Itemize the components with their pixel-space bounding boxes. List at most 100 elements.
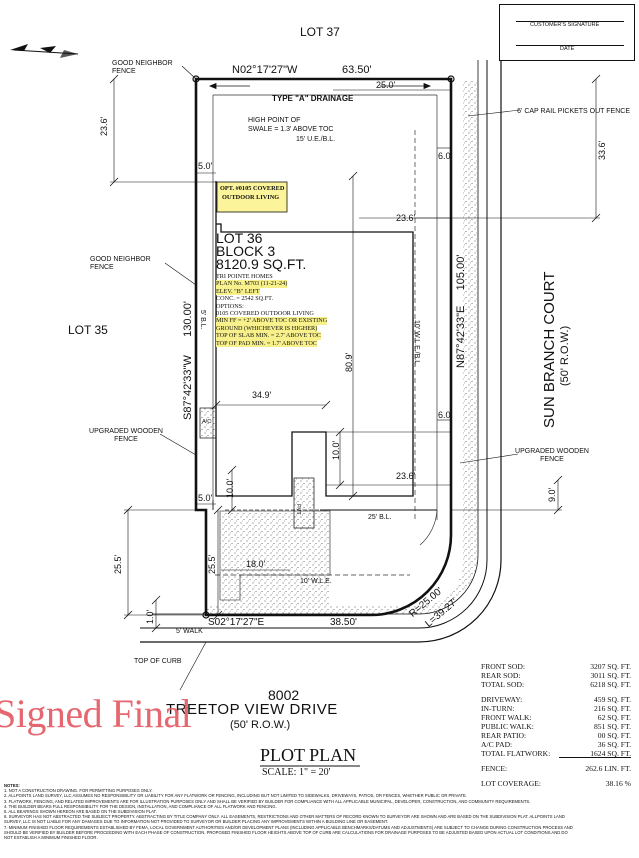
stat-row: DRIVEWAY: 459 SQ. FT.: [481, 695, 631, 704]
leader-lines: [159, 65, 521, 691]
fences: [212, 500, 437, 511]
lot-info-line: TOP OF PAD MIN. = 1.7' ABOVE TOC: [216, 339, 317, 348]
stat-row: REAR PATIO: 00 SQ. FT.: [481, 731, 631, 740]
dimension-lines: [110, 79, 600, 629]
dim-10-0-left: 10.0': [225, 478, 235, 498]
stat-label: LOT COVERAGE:: [481, 779, 541, 788]
walk-5-label: 5' WALK: [176, 628, 203, 635]
stat-label: TOTAL SOD:: [481, 680, 525, 689]
stat-value: 459 SQ. FT.: [594, 695, 631, 704]
dim-23-6-mid: 23.6': [396, 213, 416, 223]
stat-label: REAR PATIO:: [481, 731, 527, 740]
cap-rail-fence-label: 6' CAP RAIL PICKETS OUT FENCE: [517, 108, 630, 115]
stat-label: DRIVEWAY:: [481, 695, 523, 704]
stat-row: FENCE: 262.6 LIN. FT.: [481, 764, 631, 773]
south-street-number: 8002: [268, 687, 300, 703]
lot-info-line: OPTIONS:: [216, 302, 244, 310]
note-line: 3. FLATWORK, FENCING, AND RELATED IMPROV…: [4, 798, 531, 804]
stat-row: TOTAL FLATWORK:1624 SQ. FT.: [481, 749, 631, 758]
stat-value: 3207 SQ. FT.: [590, 662, 631, 671]
signed-final-stamp: Signed Final: [0, 691, 192, 736]
east-bearing-text: N87°42'33"E 105.00': [455, 254, 467, 368]
lot-info-line: 0105 COVERED OUTDOOR LIVING: [216, 310, 314, 318]
stat-value: 36 SQ. FT.: [597, 740, 631, 749]
dim-1-0: 1.0': [145, 609, 155, 624]
south-street-name: TREETOP VIEW DRIVE: [166, 701, 338, 718]
note-line: 6. SURVEYOR HAS NOT ABSTRACTED THE SUBJE…: [4, 814, 565, 820]
customer-signature-label: CUSTOMER'S SIGNATURE: [530, 22, 600, 28]
upgraded-wooden-fence-label-1: UPGRADED WOODEN FENCE: [89, 428, 163, 443]
south-street-row: (50' R.O.W.): [230, 719, 291, 731]
drainage-arrows: [208, 82, 432, 90]
plot-plan-title: PLOT PLAN: [260, 745, 357, 765]
east-street-name: SUN BRANCH COURT: [541, 271, 558, 428]
opt-covered-label-2: OUTDOOR LIVING: [222, 194, 280, 201]
dim-34-9: 34.9': [252, 390, 272, 400]
stat-row: REAR SOD: 3011 SQ. FT.: [481, 671, 631, 680]
lot-number: LOT 36: [216, 230, 263, 246]
notes-block: NOTES:1. NOT A CONSTRUCTION DRAWING. FOR…: [4, 783, 636, 840]
lot-info-line: MIN FF = +2' ABOVE TOC OR EXISTING: [216, 317, 328, 325]
stat-row: TOTAL SOD: 6218 SQ. FT.: [481, 680, 631, 689]
stat-value: 62 SQ. FT.: [597, 713, 631, 722]
stat-value: 851 SQ. FT.: [594, 722, 631, 731]
east-length: 105.00': [455, 254, 467, 291]
stat-row: PUBLIC WALK: 851 SQ. FT.: [481, 722, 631, 731]
covered-outdoor-living: [216, 181, 288, 213]
stat-label: REAR SOD:: [481, 671, 521, 680]
west-length-inline: 130.00': [182, 301, 194, 337]
good-neighbor-fence-label-2: GOOD NEIGHBOR FENCE: [90, 256, 151, 271]
wle-10-label: 10' W.L.E.: [300, 578, 332, 585]
north-arrow-icon: [10, 44, 79, 58]
stat-value: 00 SQ. FT.: [597, 731, 631, 740]
lot-boundary: [194, 77, 453, 617]
west-bearing-text: S87°42'33"W 130.00': [182, 301, 194, 420]
dim-18-0: 18.0': [246, 559, 266, 569]
dim-23-6-bot: 23.6': [396, 471, 416, 481]
stat-value: 3011 SQ. FT.: [590, 671, 631, 680]
dim-25-5-inside: 25.5': [207, 554, 217, 574]
stat-label: PUBLIC WALK:: [481, 722, 534, 731]
lot-info-line: ELEV. "B" LEFT: [216, 287, 260, 296]
lot-info-line: TRI POINTE HOMES: [216, 273, 273, 280]
dim-5-0-top: 5.0': [198, 161, 213, 171]
dim-25-5-outside: 25.5': [113, 554, 123, 574]
date-label: DATE: [560, 46, 575, 52]
ac-pad: [199, 407, 217, 439]
signature-box: CUSTOMER'S SIGNATURE DATE: [499, 4, 635, 61]
plot-plan-scale: SCALE: 1" = 20': [262, 767, 331, 778]
east-street-row: (50' R.O.W.): [559, 325, 571, 386]
stat-value: 262.6 LIN. FT.: [585, 764, 631, 773]
stat-label: FRONT SOD:: [481, 662, 525, 671]
note-line: 5. ALL BEARINGS SHOWN HEREON ARE BASED O…: [4, 809, 157, 815]
dim-33-6: 33.6': [597, 140, 607, 160]
signature-line: [516, 21, 624, 22]
lot-north-label: LOT 37: [300, 25, 340, 39]
dim-25-top: 25.0': [376, 80, 396, 90]
dim-6-0-bot: 6.0': [438, 410, 453, 420]
high-point-label-1: HIGH POINT OF: [248, 117, 301, 124]
stat-label: FENCE:: [481, 764, 508, 773]
stat-value: 6218 SQ. FT.: [590, 680, 631, 689]
upgraded-wooden-fence-label-2: UPGRADED WOODEN FENCE: [515, 448, 589, 463]
lot-info-line: CONC. = 2542 SQ.FT.: [216, 295, 274, 303]
dim-6-0-top: 6.0': [438, 151, 453, 161]
stat-row: IN-TURN:216 SQ. FT.: [481, 704, 631, 713]
ac-label: A/C: [202, 419, 212, 425]
ue-bl-label: 15' U.E./B.L.: [296, 136, 336, 143]
dim-9-0: 9.0': [547, 487, 557, 502]
opt-covered-label-1: OPT. #0105 COVERED: [220, 185, 285, 192]
stat-value: 216 SQ. FT.: [594, 704, 631, 713]
west-bearing-inline: S87°42'33"W: [182, 355, 194, 420]
north-bearing: N02°17'27"W: [232, 64, 298, 76]
wle-10-vertical-label: 10' W.L.E./B.L.: [413, 320, 420, 367]
note-line: SURVEY, LLC IS NOT LIABLE FOR ANY DAMAGE…: [4, 819, 389, 825]
dim-10-0-drive: 10.0': [331, 440, 341, 460]
dim-5-0-bot: 5.0': [198, 493, 213, 503]
note-line: 2. ALLPOINTS LAND SURVEY, LLC ASSUMES NO…: [4, 793, 467, 799]
stat-row: A/C PAD:36 SQ. FT.: [481, 740, 631, 749]
note-line: SHOULD BE VERIFIED BY BUILDER BEFORE PRO…: [4, 829, 568, 835]
bl-5-label: 5' B.L.: [199, 310, 206, 330]
